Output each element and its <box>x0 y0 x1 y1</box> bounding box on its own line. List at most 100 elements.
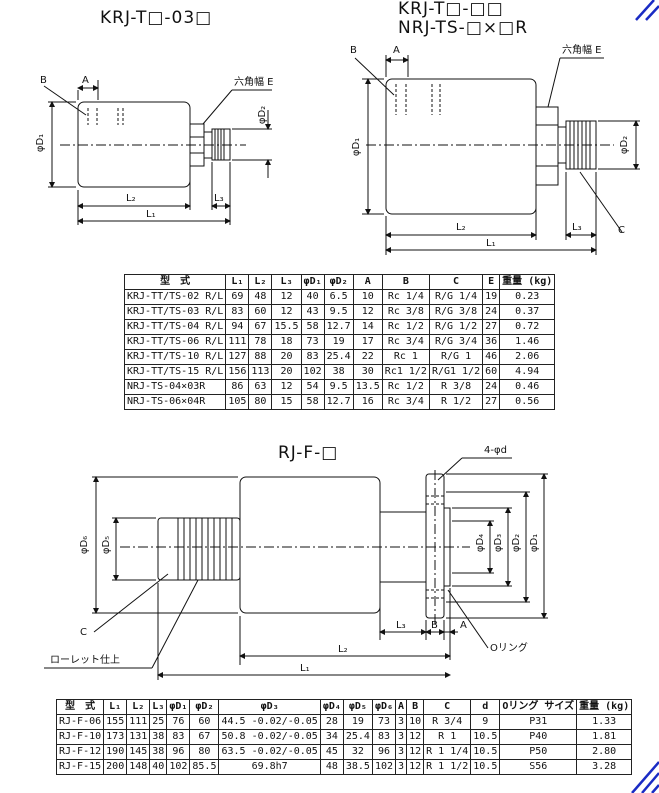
bolt-holes-label: 4-φd <box>484 445 507 456</box>
table-cell: 88 <box>248 349 273 365</box>
table-cell: 38 <box>149 729 168 745</box>
table-cell: R 1/2 <box>428 394 484 410</box>
table-cell: R/G 1 <box>428 349 484 365</box>
title-rj-f: RJ-F-□ <box>278 443 339 463</box>
knurl-finish-label: ローレット仕上 <box>50 655 120 666</box>
table-cell: 24 <box>482 304 501 320</box>
table-cell: Rc 3/4 <box>381 394 430 410</box>
column-header: A <box>352 274 383 290</box>
table-cell: 15.5 <box>271 319 302 335</box>
table-cell: NRJ-TS-04×03R <box>123 379 227 395</box>
table-cell: 45 <box>319 744 344 760</box>
table-cell: 12.7 <box>323 394 354 410</box>
column-header: C <box>423 699 472 715</box>
table-cell: 102 <box>166 759 191 775</box>
table-cell: 83 <box>225 304 250 320</box>
table-cell: 127 <box>225 349 250 365</box>
corner-stripe-mark-top <box>635 0 659 21</box>
table-cell: 43 <box>300 304 325 320</box>
table-cell: 12.7 <box>323 319 354 335</box>
table-cell: 83 <box>371 729 397 745</box>
thread-c-label-3: C <box>80 627 87 638</box>
table-cell: Rc 3/4 <box>381 334 430 350</box>
table-cell: 24 <box>482 379 501 395</box>
dim-b-label-3: B <box>431 620 438 631</box>
table-cell: 38.5 <box>342 759 373 775</box>
table-cell: 10 <box>352 289 383 305</box>
table-cell: 12 <box>406 759 425 775</box>
dim-d1-label-2: φD₁ <box>351 137 363 157</box>
table-cell: Rc 1/4 <box>381 289 430 305</box>
title-krj-t: KRJ-T□-□□ <box>398 0 504 19</box>
table-cell: 3.28 <box>576 759 633 775</box>
drawing-rj-f <box>44 457 548 680</box>
dim-d1-label-1: φD₁ <box>35 133 47 153</box>
column-header: B <box>406 699 425 715</box>
table-cell: RJ-F-06 <box>55 714 105 730</box>
table-cell: 48 <box>319 759 344 775</box>
table-cell: R/G 1/2 <box>428 319 484 335</box>
table-cell: 73 <box>300 334 325 350</box>
table-cell: 0.23 <box>499 289 556 305</box>
table-cell: 111 <box>126 714 151 730</box>
dim-l3-label-2: L₃ <box>572 222 582 233</box>
table-cell: Rc 1 <box>381 349 430 365</box>
table-cell: 20 <box>271 364 302 380</box>
column-header: L₃ <box>149 699 168 715</box>
table-cell: 25 <box>149 714 168 730</box>
column-header: φD₁ <box>300 274 325 290</box>
hex-width-label-2: 六角幅 E <box>562 45 602 56</box>
dim-l3-label-3: L₃ <box>396 620 406 631</box>
table-cell: 14 <box>352 319 383 335</box>
table-cell: R/G1 1/2 <box>428 364 484 380</box>
table-cell: 2.06 <box>499 349 556 365</box>
column-header: φD₄ <box>319 699 344 715</box>
table-cell: 27 <box>482 319 501 335</box>
dim-d6-label: φD₆ <box>79 535 91 555</box>
drawing-krj-t-03 <box>43 80 272 225</box>
dim-l2-label-2: L₂ <box>456 222 466 233</box>
table-cell: 96 <box>166 744 191 760</box>
dim-l1-label-2: L₁ <box>486 238 496 249</box>
column-header: d <box>470 699 501 715</box>
table-cell: 156 <box>225 364 250 380</box>
table-cell: 80 <box>248 394 273 410</box>
table-cell: R/G 3/4 <box>428 334 484 350</box>
dim-d3-label: φD₃ <box>493 533 505 553</box>
table-cell: RJ-F-10 <box>55 729 105 745</box>
column-header: φD₂ <box>323 274 354 290</box>
table-cell: Rc 3/8 <box>381 304 430 320</box>
dim-a-label-2: A <box>393 45 400 56</box>
table-cell: 12 <box>352 304 383 320</box>
table-cell: 12 <box>406 744 425 760</box>
table-cell: 19 <box>482 289 501 305</box>
table-cell: 73 <box>371 714 397 730</box>
table-cell: KRJ-TT/TS-06 R/L <box>123 334 227 350</box>
table-cell: S56 <box>499 759 578 775</box>
o-ring-label: Oリング <box>490 643 528 654</box>
table-cell: 6.5 <box>323 289 354 305</box>
table-cell: 4.94 <box>499 364 556 380</box>
table-cell: 69 <box>225 289 250 305</box>
table-cell: KRJ-TT/TS-04 R/L <box>123 319 227 335</box>
table-cell: R 1 <box>423 729 472 745</box>
table-cell: 94 <box>225 319 250 335</box>
table-cell: 0.56 <box>499 394 556 410</box>
table-cell: 83 <box>300 349 325 365</box>
table-cell: 0.37 <box>499 304 556 320</box>
dim-l1-label-1: L₁ <box>146 209 156 220</box>
dim-a-label-3: A <box>460 620 467 631</box>
table-cell: 3 <box>395 744 408 760</box>
table-cell: 60 <box>248 304 273 320</box>
column-header: 型 式 <box>55 699 105 715</box>
column-header: φD₁ <box>166 699 191 715</box>
dim-a-label-1: A <box>82 75 89 86</box>
table-cell: R 3/4 <box>423 714 472 730</box>
